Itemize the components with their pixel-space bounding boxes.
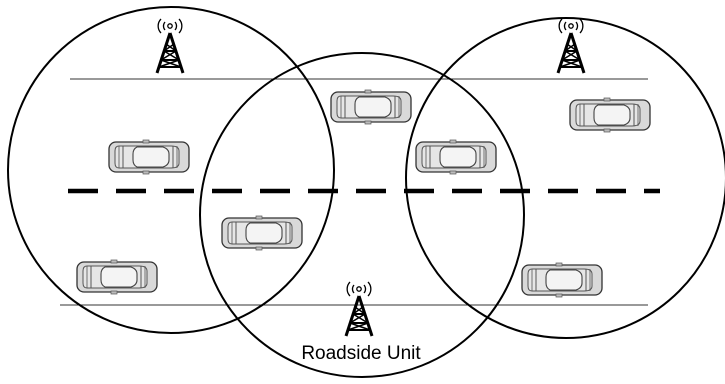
radio-tower-icon bbox=[344, 280, 374, 338]
coverage-circle-center bbox=[199, 52, 525, 378]
car-icon bbox=[569, 97, 651, 133]
car-icon bbox=[415, 139, 497, 175]
roadside-unit-label: Roadside Unit bbox=[301, 343, 421, 364]
radio-tower-icon bbox=[556, 17, 586, 75]
car-icon bbox=[108, 139, 190, 175]
car-icon bbox=[221, 215, 303, 251]
car-icon bbox=[521, 262, 603, 298]
coverage-circle-right bbox=[405, 17, 725, 339]
car-icon bbox=[330, 89, 412, 125]
radio-tower-icon bbox=[155, 17, 185, 75]
car-icon bbox=[76, 259, 158, 295]
coverage-circle-left bbox=[7, 6, 335, 334]
